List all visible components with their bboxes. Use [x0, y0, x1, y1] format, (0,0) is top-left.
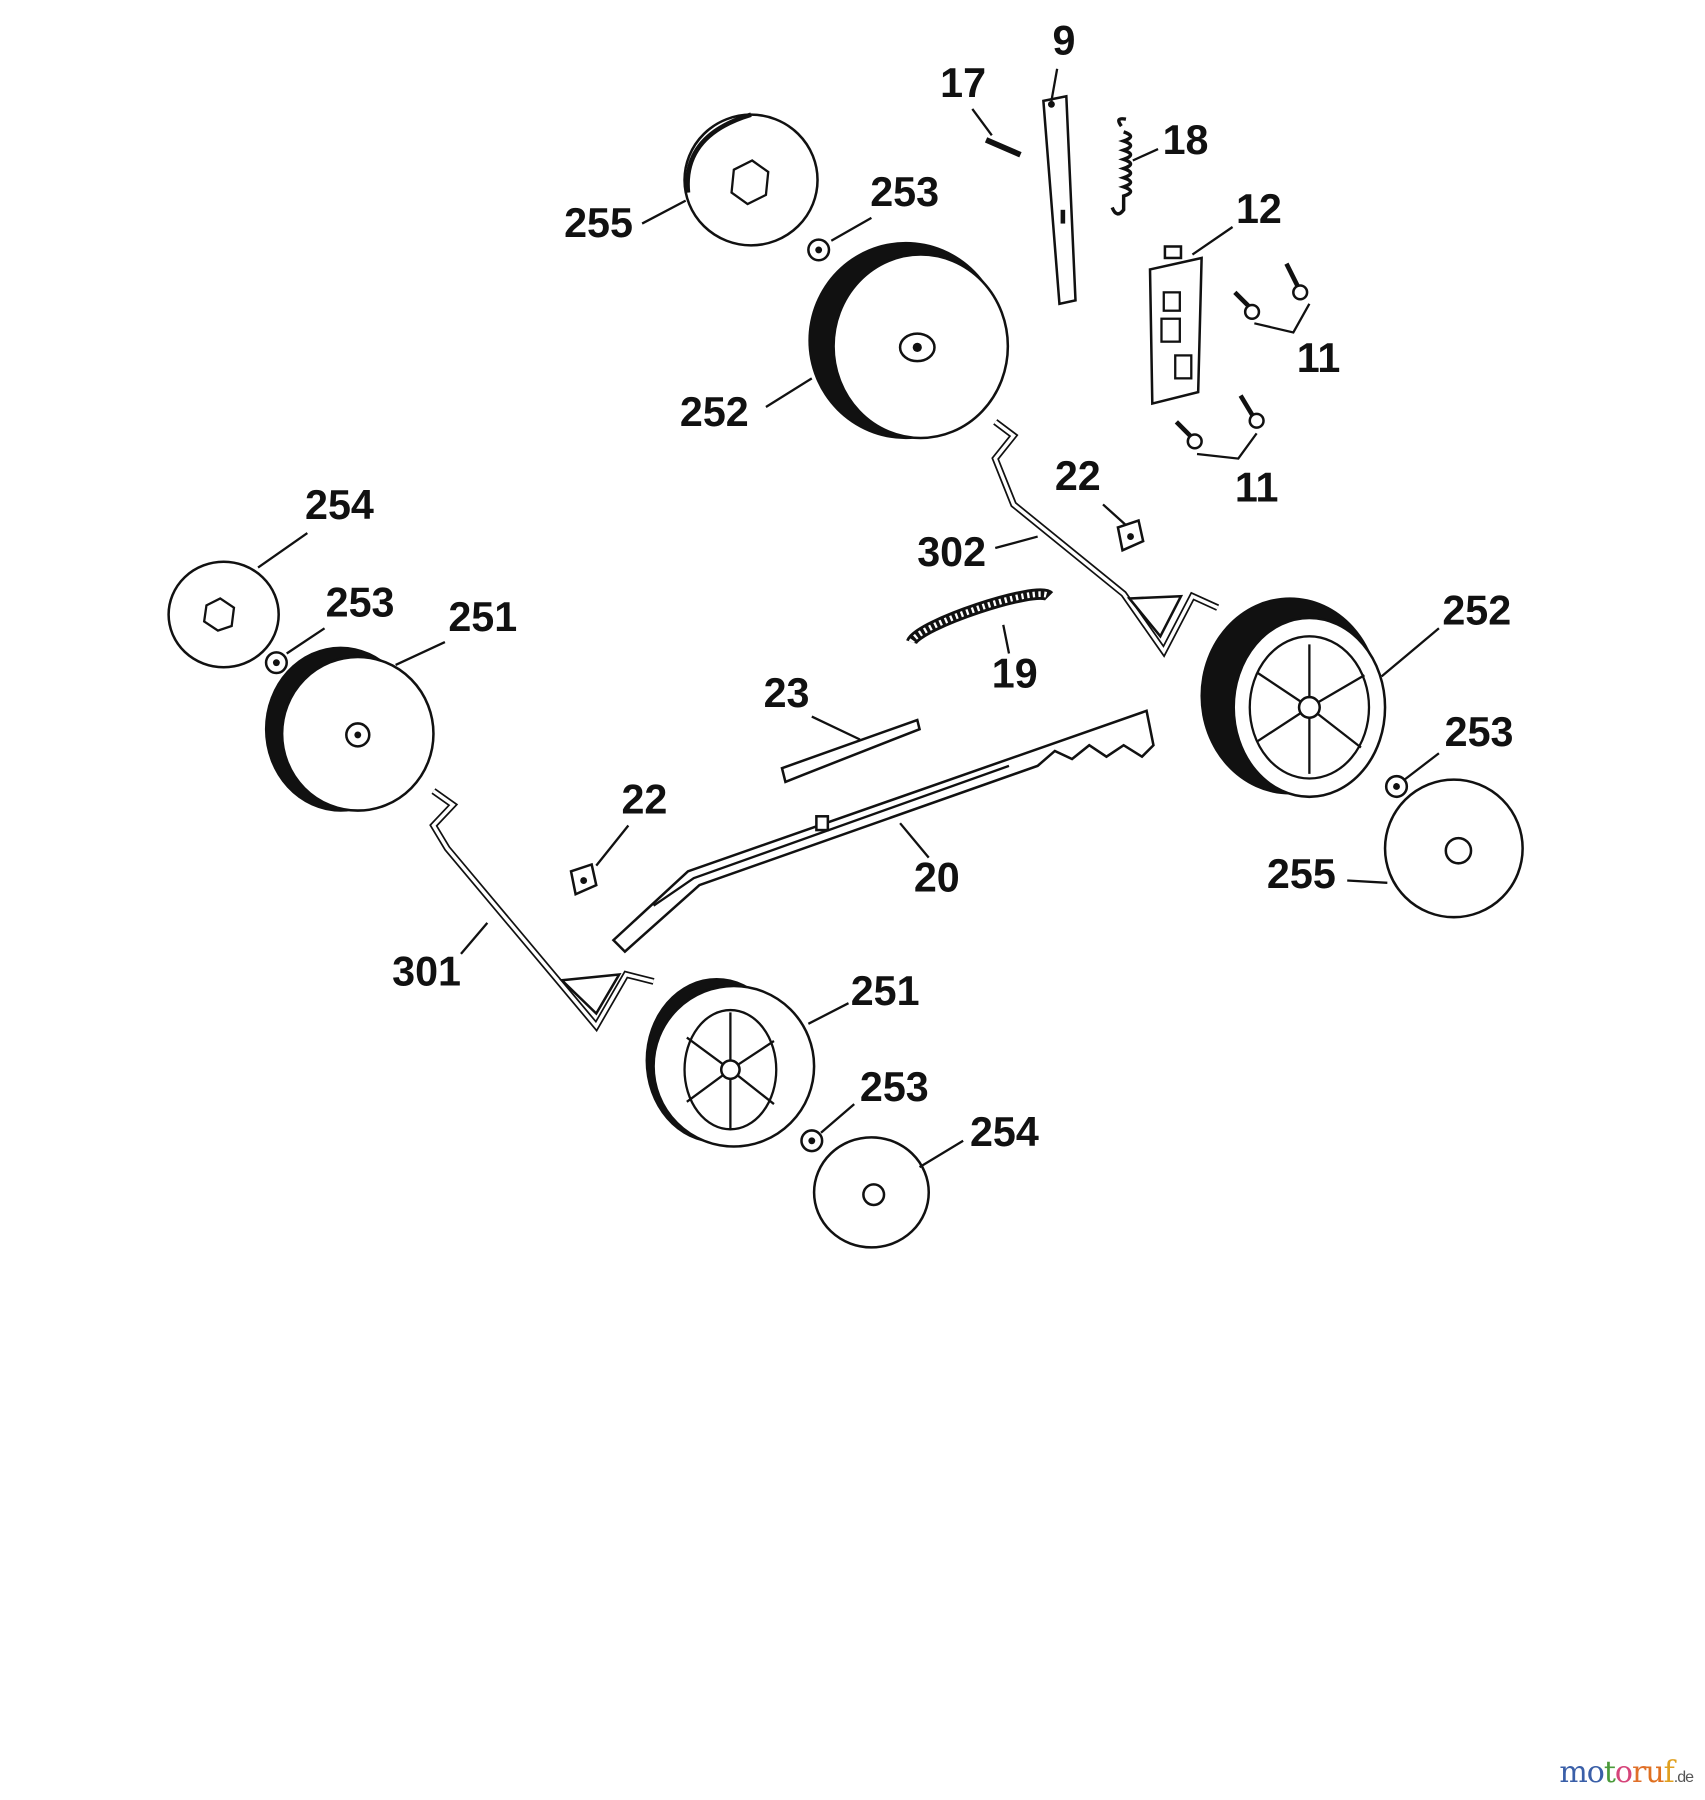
part-18-spring	[1110, 117, 1133, 216]
part-22-clip-right	[1116, 518, 1145, 553]
label-18: 18	[1163, 117, 1209, 163]
label-22-left: 22	[621, 776, 667, 822]
wm-letter: r	[1631, 1755, 1646, 1790]
label-254-bottom: 254	[970, 1109, 1039, 1155]
part-254-hubcap-left	[167, 560, 280, 669]
label-253-left: 253	[326, 579, 395, 625]
label-9: 9	[1053, 17, 1076, 63]
part-22-clip-left	[569, 862, 598, 897]
label-255-top: 255	[564, 200, 633, 246]
label-252-top: 252	[680, 389, 749, 435]
part-254-hubcap-bottom	[812, 1136, 931, 1249]
part-302-axle	[991, 419, 1220, 658]
label-253-bottom: 253	[860, 1064, 929, 1110]
label-251-left: 251	[448, 594, 517, 640]
label-254-left: 254	[305, 482, 374, 528]
leader-lines	[257, 68, 1440, 1169]
label-301: 301	[392, 948, 461, 994]
wm-letter: t	[1603, 1755, 1616, 1790]
wm-letter: f	[1663, 1755, 1675, 1790]
label-17: 17	[940, 60, 986, 106]
label-11-a: 11	[1297, 335, 1341, 381]
label-252-right: 252	[1442, 587, 1511, 633]
part-255-hubcap-top	[683, 112, 819, 247]
part-20-lever	[611, 709, 1155, 954]
part-253-washer-right	[1384, 774, 1409, 799]
label-255-right: 255	[1267, 851, 1336, 897]
wm-letter: m	[1559, 1755, 1587, 1790]
label-253-right: 253	[1445, 709, 1514, 755]
part-23-bracket	[780, 718, 922, 784]
part-19-spring	[906, 588, 1054, 646]
part-11-screws	[1174, 262, 1311, 460]
part-301-axle	[429, 788, 655, 1033]
part-252-wheel-top	[808, 241, 1010, 440]
label-302: 302	[917, 529, 986, 575]
part-251-wheel-left	[264, 646, 435, 812]
watermark-logo: motoruf.de	[1559, 1755, 1694, 1790]
part-253-washer-left	[264, 651, 288, 675]
part-255-hubcap-right	[1383, 778, 1524, 919]
part-252-wheel-right	[1200, 597, 1387, 799]
label-253-top: 253	[870, 169, 939, 215]
part-253-washer-bottom	[800, 1129, 824, 1153]
label-19: 19	[992, 650, 1038, 696]
label-12: 12	[1236, 186, 1282, 232]
label-23: 23	[764, 670, 810, 716]
wm-letter: u	[1645, 1755, 1664, 1790]
wm-letter: o	[1614, 1755, 1633, 1790]
wm-letter: o	[1586, 1755, 1605, 1790]
label-22-right: 22	[1055, 453, 1101, 499]
part-17-pin	[984, 137, 1022, 158]
wm-suffix: .de	[1673, 1769, 1694, 1786]
part-253-washer-top	[807, 238, 831, 262]
part-9-bar	[1042, 94, 1077, 306]
label-11-b: 11	[1235, 465, 1279, 511]
part-251-wheel-bottom	[645, 977, 816, 1148]
label-251-bottom: 251	[851, 968, 920, 1014]
label-20: 20	[914, 854, 960, 900]
part-12-plate	[1148, 245, 1203, 406]
